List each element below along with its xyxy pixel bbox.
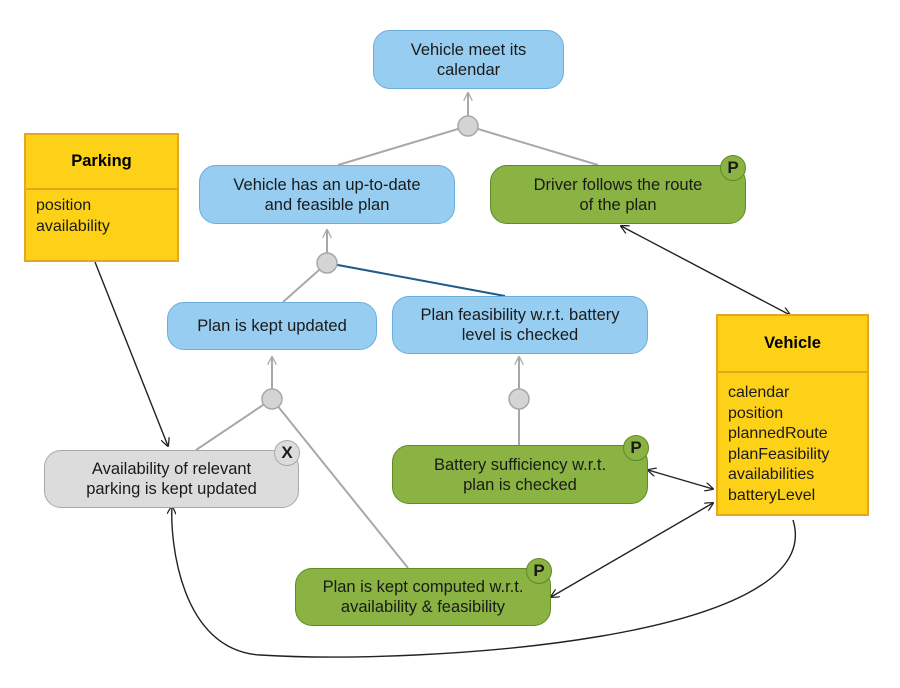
conflict-link [326, 262, 506, 297]
goal-label: Availability of relevant parking is kept… [86, 460, 257, 498]
goal-plan-updated[interactable]: Plan is kept updated [167, 302, 377, 350]
attribute: availabilities [728, 466, 815, 483]
refinement-node-top [457, 115, 479, 137]
attribute: availability [36, 217, 110, 235]
refinement-node-plan [316, 252, 338, 274]
goal-label: Plan is kept updated [197, 317, 347, 335]
vehicle-class-title: Vehicle [718, 316, 867, 373]
attribute: position [36, 197, 92, 214]
goal-label: Battery sufficiency w.r.t. plan is check… [433, 455, 607, 494]
goal-plan-computed[interactable]: Plan is kept computed w.r.t. availabilit… [295, 568, 551, 626]
performer-badge-icon: P [526, 558, 552, 584]
performer-badge-icon: P [720, 155, 746, 181]
attribute: batteryLevel [728, 486, 816, 504]
vehicle-battery-arrow [648, 470, 713, 489]
goal-label: Driver follows the route of the plan [533, 175, 703, 214]
attribute: calendar [728, 384, 790, 401]
vehicle-to-driver-arrow [621, 226, 790, 315]
goal-plan-feasibility[interactable]: Plan feasibility w.r.t. battery level is… [392, 296, 648, 354]
goal-driver-follows[interactable]: Driver follows the route of the plan [490, 165, 746, 224]
goal-battery-sufficiency[interactable]: Battery sufficiency w.r.t. plan is check… [392, 445, 648, 504]
goal-parking-availability[interactable]: Availability of relevant parking is kept… [44, 450, 299, 508]
vehicle-class-box[interactable]: Vehicle calendar position plannedRoute p… [716, 314, 869, 516]
vehicle-computed-arrow [551, 503, 713, 597]
attribute: planFeasibility [728, 445, 830, 463]
goal-vehicle-plan[interactable]: Vehicle has an up-to-date and feasible p… [199, 165, 455, 224]
refinement-updated [195, 357, 409, 569]
refinement-node-feasibility [508, 388, 530, 410]
goal-label: Vehicle meet its calendar [410, 40, 527, 79]
goal-label: Vehicle has an up-to-date and feasible p… [233, 175, 421, 214]
parking-class-box[interactable]: Parking position availability [24, 133, 179, 262]
goal-vehicle-meet-calendar[interactable]: Vehicle meet its calendar [373, 30, 564, 89]
goal-label: Plan is kept computed w.r.t. availabilit… [322, 578, 524, 616]
attribute: plannedRoute [728, 425, 828, 442]
vehicle-attributes: calendar position plannedRoute planFeasi… [718, 373, 867, 512]
refinement-top [337, 93, 599, 166]
parking-class-title: Parking [26, 135, 177, 190]
attribute: position [728, 404, 784, 422]
performer-badge-icon: P [623, 435, 649, 461]
refinement-node-updated [261, 388, 283, 410]
parking-attributes: position availability [26, 190, 177, 243]
vehicle-to-availability-arrow [172, 506, 797, 658]
obstacle-badge-icon: X [274, 440, 300, 466]
goal-label: Plan feasibility w.r.t. battery level is… [420, 306, 620, 344]
parking-to-availability-arrow [94, 261, 168, 446]
